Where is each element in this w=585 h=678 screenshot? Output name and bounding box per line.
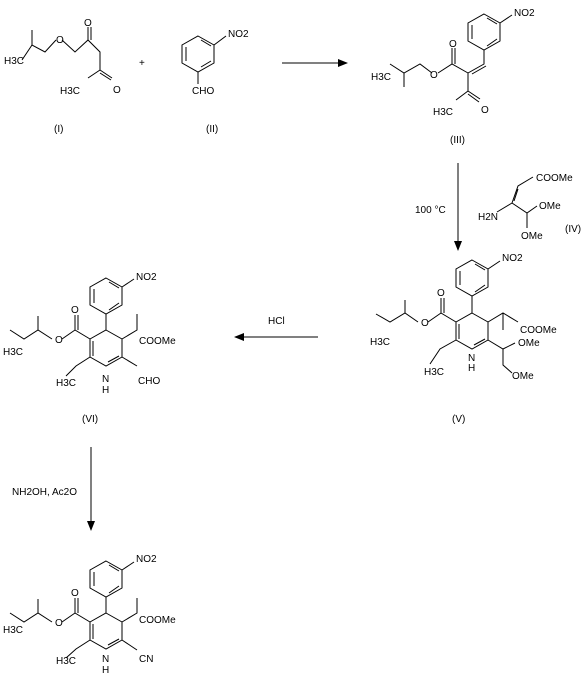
v-nh-h-label: H	[468, 363, 475, 374]
i-ester-o-label: O	[56, 35, 64, 46]
vii-h3c-label: H3C	[3, 625, 23, 636]
iv-ome2-label: OMe	[521, 231, 543, 242]
v-carbonyl-o-label: O	[437, 288, 445, 299]
i-methyl-label: H3C	[60, 86, 80, 97]
compound-v-label: (V)	[452, 414, 465, 425]
compound-i: H3C O O H3C O (I)	[4, 18, 121, 135]
vi-nitro-label: NO2	[136, 272, 157, 283]
vi-nh-h-label: H	[102, 385, 109, 396]
vi-cooMe-label: COOMe	[139, 336, 176, 347]
v-ester-o-label: O	[421, 318, 429, 329]
iii-carbonyl-o-label: O	[449, 39, 457, 50]
vii-nh-h-label: H	[102, 665, 109, 676]
compound-vi-label: (VI)	[82, 414, 98, 425]
compound-iv: COOMe H2N OMe OMe (IV)	[478, 173, 581, 242]
vi-nh-n-label: N	[102, 374, 109, 385]
compound-ii: NO2 CHO (II)	[181, 29, 249, 135]
vi-methyl-label: H3C	[56, 378, 76, 389]
ii-nitro-label: NO2	[228, 29, 249, 40]
compound-ii-label: (II)	[206, 124, 218, 135]
iv-cooMe-label: COOMe	[536, 173, 573, 184]
compound-iii-label: (III)	[450, 135, 465, 146]
compound-iii: NO2 H3C O O H3C O (III)	[371, 8, 535, 146]
step2-condition: 100 °C	[415, 205, 446, 216]
v-nitro-label: NO2	[502, 253, 523, 264]
vi-ester-o-label: O	[55, 335, 63, 346]
iii-nitro-label: NO2	[514, 8, 535, 19]
v-ome2-label: OMe	[512, 371, 534, 382]
iii-acetyl-label: H3C	[433, 107, 453, 118]
iii-ester-o-label: O	[430, 70, 438, 81]
plus-sign: +	[139, 58, 145, 69]
ii-cho-label: CHO	[192, 86, 214, 97]
compound-vii: NO2 H3C O O COOMe H3C N H CN	[3, 554, 176, 676]
compound-iv-label: (IV)	[565, 224, 581, 235]
iv-ome1-label: OMe	[539, 201, 561, 212]
iii-keto-o-label: O	[481, 105, 489, 116]
vii-ester-o-label: O	[55, 618, 63, 629]
vi-h3c-label: H3C	[3, 347, 23, 358]
v-ome1-label: OMe	[518, 338, 540, 349]
iv-h2n-label: H2N	[478, 212, 498, 223]
vii-cn-label: CN	[139, 654, 153, 665]
i-carbonyl-o-label: O	[84, 18, 92, 29]
vi-cho-label: CHO	[138, 376, 160, 387]
step4-condition: NH2OH, Ac2O	[12, 487, 77, 498]
v-nh-n-label: N	[468, 353, 475, 364]
v-methyl-label: H3C	[424, 367, 444, 378]
v-h3c-label: H3C	[370, 337, 390, 348]
vii-nitro-label: NO2	[136, 554, 157, 565]
i-h3c-label: H3C	[4, 56, 24, 67]
i-keto-o-label: O	[113, 85, 121, 96]
compound-v: NO2 H3C O O COOMe H3C N H OMe OMe (V)	[370, 253, 557, 425]
vii-methyl-label: H3C	[56, 656, 76, 667]
v-cooMe-label: COOMe	[520, 325, 557, 336]
vii-nh-n-label: N	[102, 654, 109, 665]
compound-i-label: (I)	[54, 124, 63, 135]
compound-vi: NO2 H3C O O COOMe H3C N H CHO (VI)	[3, 272, 176, 425]
iii-h3c-label: H3C	[371, 72, 391, 83]
vi-carbonyl-o-label: O	[71, 305, 79, 316]
step3-condition: HCl	[268, 316, 285, 327]
vii-cooMe-label: COOMe	[139, 615, 176, 626]
vii-carbonyl-o-label: O	[71, 588, 79, 599]
